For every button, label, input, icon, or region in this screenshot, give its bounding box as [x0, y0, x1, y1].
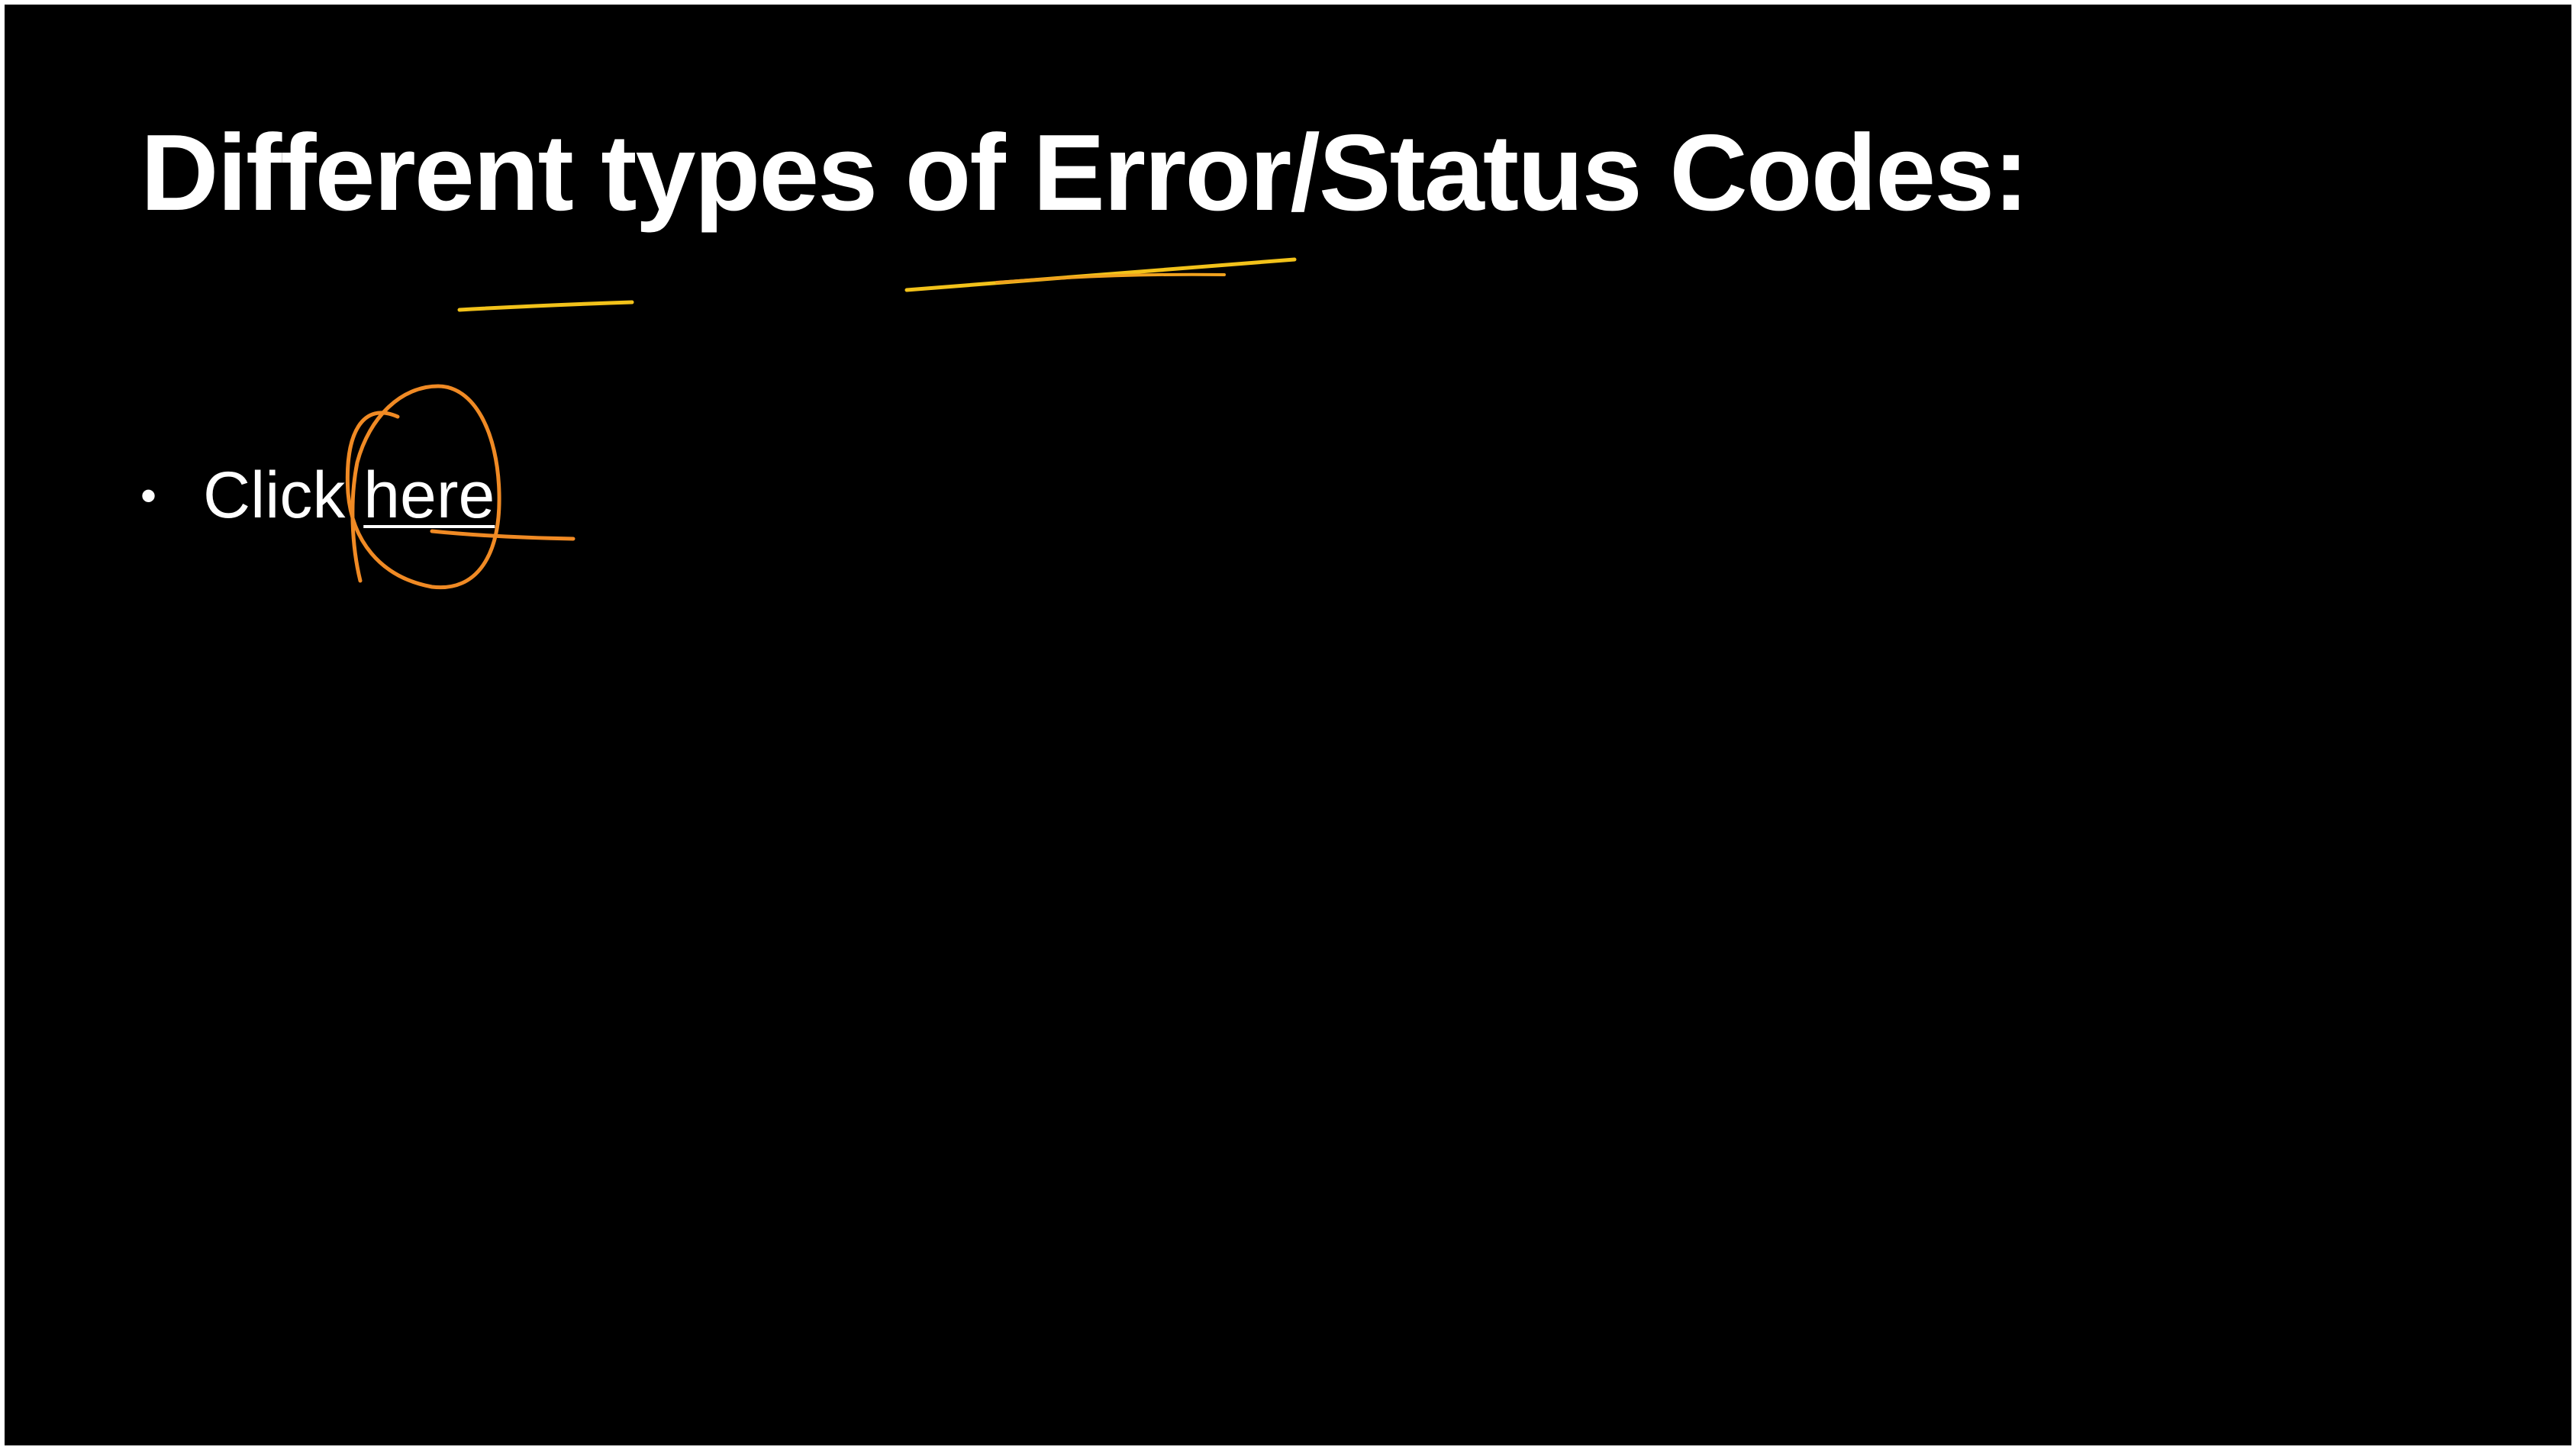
bullet-prefix-text: Click	[203, 459, 364, 532]
slide-frame: Different types of Error/Status Codes: •…	[5, 5, 2571, 1445]
orange-underline-stroke	[430, 529, 575, 541]
here-link[interactable]: here	[363, 459, 495, 532]
bullet-item: • Click here	[140, 462, 495, 528]
bullet-list: • Click here	[140, 462, 495, 528]
yellow-underline-stroke-error-status-2	[995, 272, 1226, 284]
slide-title: Different types of Error/Status Codes:	[140, 112, 2030, 234]
yellow-underline-stroke-types	[457, 300, 634, 312]
bullet-dot-icon: •	[140, 470, 157, 521]
yellow-underline-stroke-error-status	[904, 257, 1297, 292]
